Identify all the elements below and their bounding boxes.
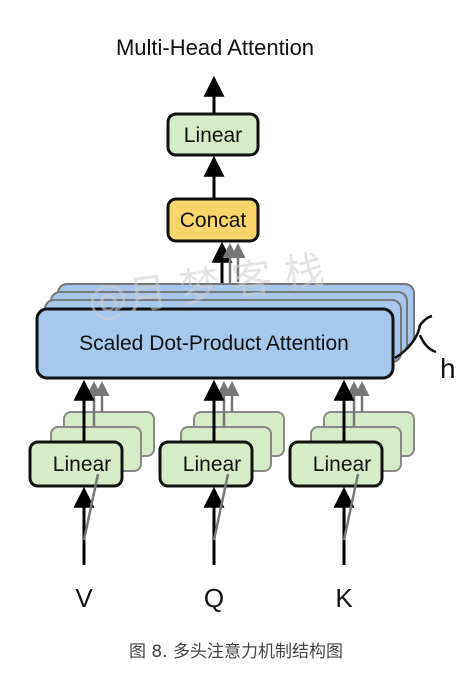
linear-q-label: Linear (183, 453, 241, 476)
concat-box (166, 197, 260, 243)
figure-caption: 图 8. 多头注意力机制结构图 (128, 642, 344, 662)
linear-k-label: Linear (313, 453, 371, 476)
input-q-diagonal (212, 473, 230, 541)
input-label-v: V (75, 583, 93, 613)
input-k-diagonal (342, 473, 360, 541)
attention-label: Scaled Dot-Product Attention (79, 332, 349, 355)
linear-v-label: Linear (53, 453, 111, 476)
attention-box-front (35, 307, 395, 380)
top-linear-box (166, 112, 260, 157)
heads-label: h (440, 353, 456, 384)
input-v-diagonal (82, 473, 100, 541)
concat-label: Concat (180, 209, 247, 232)
top-linear-label: Linear (184, 124, 242, 147)
output-label: Multi-Head Attention (116, 35, 314, 60)
input-label-q: Q (204, 583, 224, 613)
input-label-k: K (335, 583, 353, 613)
heads-brace (394, 314, 437, 360)
